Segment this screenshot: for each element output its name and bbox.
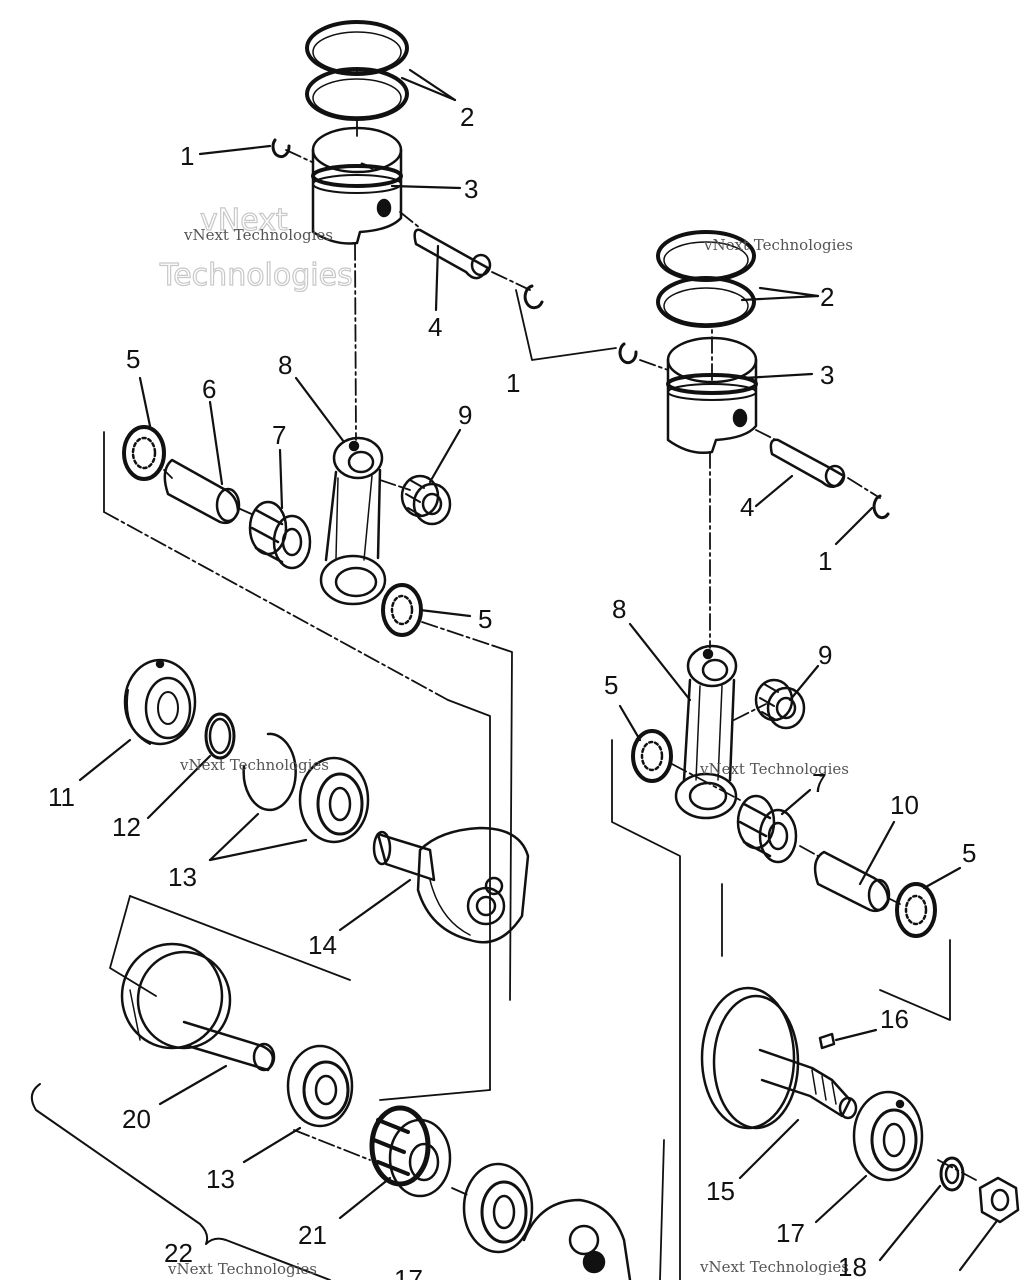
- left-circlip-top: [271, 138, 291, 159]
- left-crankshaft-14: [372, 826, 530, 944]
- left-wrist-pin: [413, 228, 492, 280]
- right-big-end-bearing: [736, 794, 798, 864]
- callout-right-5b: 5: [962, 838, 976, 868]
- callout-right-18: 18: [838, 1252, 867, 1280]
- right-thrust-washer-b: [895, 882, 937, 938]
- callout-left-1b: 1: [506, 368, 520, 398]
- right-crank-pin-10: [813, 850, 891, 913]
- watermark-1: vNext Technologies: [183, 226, 333, 244]
- watermark-5: vNext Technologies: [167, 1260, 317, 1278]
- callout-left-11: 11: [48, 782, 75, 812]
- watermark-6: vNext Technologies: [699, 1258, 849, 1276]
- hex-nut: [978, 1176, 1020, 1224]
- watermark-3: vNext Technologies: [179, 756, 329, 774]
- callout-left-17: 17: [394, 1264, 423, 1280]
- callout-left-6: 6: [202, 374, 216, 404]
- callout-left-5a: 5: [126, 344, 140, 374]
- callout-left-9: 9: [458, 400, 472, 430]
- right-circlip-pin: [872, 494, 890, 520]
- callout-right-1: 1: [818, 546, 832, 576]
- labyrinth-seal-21: [369, 1105, 452, 1198]
- left-seal-ring-12: [204, 712, 236, 760]
- callout-left-21: 21: [298, 1220, 327, 1250]
- centerlines: [103, 69, 977, 1197]
- callout-left-4: 4: [428, 312, 442, 342]
- callout-left-13b: 13: [206, 1164, 235, 1194]
- callout-right-9: 9: [818, 640, 832, 670]
- callout-right-3: 3: [820, 360, 834, 390]
- left-thrust-washer-b: [381, 583, 423, 637]
- callout-right-10: 10: [890, 790, 919, 820]
- crank-flywheel-20: [120, 942, 276, 1072]
- callout-left-1: 1: [180, 141, 194, 171]
- watermarks: vNext Technologies vNext Technologies vN…: [158, 202, 853, 1278]
- lower-bearing-17: [462, 1162, 534, 1254]
- callout-right-4: 4: [740, 492, 754, 522]
- callout-left-5b: 5: [478, 604, 492, 634]
- left-snap-ring-13: [242, 732, 297, 812]
- right-crankshaft-15: [700, 986, 858, 1130]
- callout-right-5a: 5: [604, 670, 618, 700]
- right-connecting-rod: [674, 644, 738, 820]
- callout-right-16: 16: [880, 1004, 909, 1034]
- assembly-lines: [103, 289, 951, 1281]
- left-big-end-bearing: [248, 500, 312, 570]
- callout-left-2: 2: [460, 102, 474, 132]
- left-small-end-bearing: [400, 474, 452, 526]
- left-thrust-washer-a: [122, 425, 166, 481]
- right-thrust-washer-a: [631, 729, 673, 783]
- callout-left-7: 7: [272, 420, 286, 450]
- lower-bearing-13: [286, 1044, 354, 1128]
- leader-lines: [78, 68, 998, 1272]
- lower-crankshaft: [522, 1198, 632, 1282]
- right-circlip-left: [618, 342, 638, 365]
- left-main-bearing-11: [123, 658, 197, 746]
- callout-left-14: 14: [308, 930, 337, 960]
- callout-left-13: 13: [168, 862, 197, 892]
- callouts-left: 1 2 3 4 1 5 6 7 8 9 5 11 12 13 14 20 13 …: [48, 102, 520, 1285]
- watermark-big-2: Technologies: [159, 258, 353, 293]
- callout-right-7: 7: [812, 768, 826, 798]
- watermark-big-1: vNext: [200, 203, 288, 238]
- callouts-right: 2 3 4 1 8 9 5 7 10 5 16 15 17 18: [604, 282, 976, 1282]
- right-piston: [666, 336, 758, 454]
- left-piston-ring-top: [305, 20, 409, 76]
- woodruff-key-16: [818, 1032, 836, 1050]
- callout-right-15: 15: [706, 1176, 735, 1206]
- left-crank-pin: [163, 458, 241, 525]
- left-piston-ring-bottom: [305, 67, 409, 121]
- callout-right-2: 2: [820, 282, 834, 312]
- right-main-bearing-17: [852, 1090, 924, 1182]
- callout-right-17: 17: [776, 1218, 805, 1248]
- callout-right-8: 8: [612, 594, 626, 624]
- right-wrist-pin: [769, 438, 846, 489]
- assembly-brace-22: [30, 1083, 331, 1281]
- callout-left-22: 22: [164, 1238, 193, 1268]
- callout-left-12: 12: [112, 812, 141, 842]
- left-connecting-rod: [319, 436, 387, 606]
- callout-left-20: 20: [122, 1104, 151, 1134]
- callout-left-8: 8: [278, 350, 292, 380]
- right-piston-ring-bottom: [656, 276, 756, 328]
- left-bearing-13: [298, 756, 370, 844]
- watermark-4: vNext Technologies: [699, 760, 849, 778]
- right-small-end-bearing: [754, 678, 806, 730]
- callout-left-3: 3: [464, 174, 478, 204]
- watermark-2: vNext Technologies: [703, 236, 853, 254]
